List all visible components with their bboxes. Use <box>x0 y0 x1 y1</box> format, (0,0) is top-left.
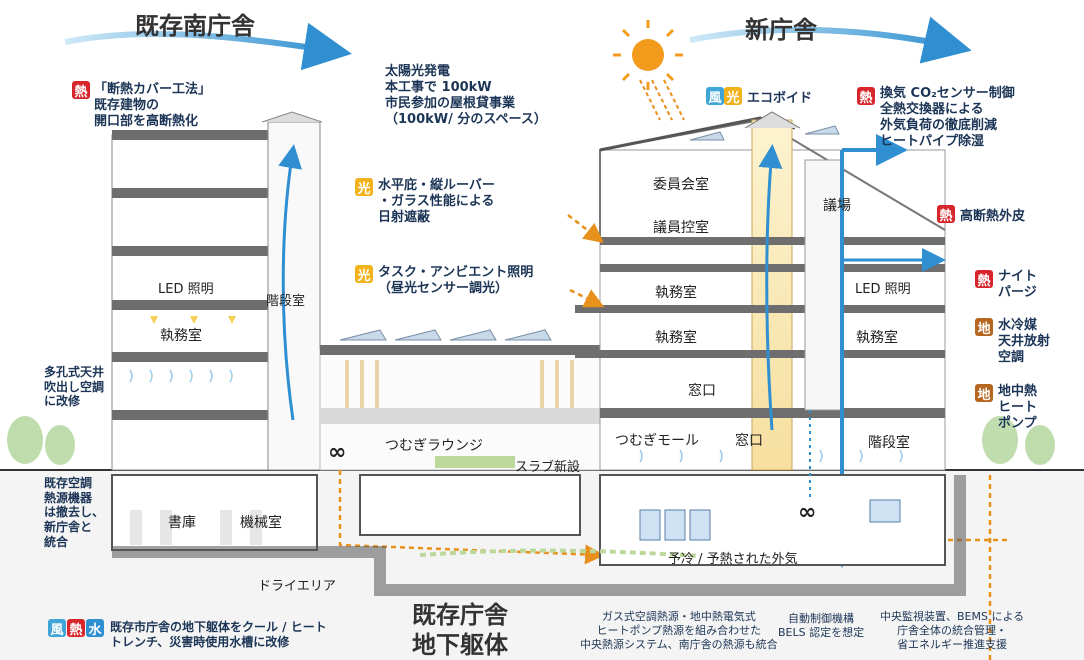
room-label-dry-area: ドライエリア <box>258 579 336 594</box>
heat-badge: 熱 <box>72 81 90 100</box>
room-label-office-new-1: 執務室 <box>655 285 697 301</box>
room-label-mall: つむぎモール <box>615 433 699 449</box>
louver-annotation: 水平庇・縦ルーバー・ガラス性能による日射遮蔽 <box>378 178 495 225</box>
room-label-precooled-air: 予冷 / 予熱された外気 <box>668 552 798 567</box>
infinity-symbol: ∞ <box>328 440 347 465</box>
light-badge: 光 <box>724 87 742 106</box>
earth-badge: 地 <box>975 384 993 403</box>
wind-badge: 風 <box>706 87 724 106</box>
heat-badge: 熱 <box>857 87 875 106</box>
insulation-annotation: 「断熱カバー工法」既存建物の開口部を高断熱化 <box>94 82 212 129</box>
room-label-new-slab: スラブ新設 <box>515 460 581 475</box>
heat-badge: 熱 <box>975 270 993 289</box>
room-label-counter-2: 窓口 <box>735 433 763 449</box>
bems-note: 中央監視装置、BEMS による庁舎全体の統合管理・省エネルギー推進支援 <box>880 610 1025 651</box>
title-existing-underground-1: 既存庁舎 <box>412 601 508 629</box>
night-purge-annotation: ナイトパージ <box>998 269 1038 300</box>
room-label-waiting-room: 議員控室 <box>653 220 709 236</box>
existing-hvac-annotation: 既存空調熱源機器は撤去し、新庁舎と統合 <box>44 476 105 549</box>
room-label-led-left: LED 照明 <box>158 282 214 297</box>
underground-structures <box>111 474 966 596</box>
room-label-office-new-3: 執務室 <box>856 330 898 346</box>
heat-badge: 熱 <box>67 619 85 638</box>
light-badge: 光 <box>355 265 373 284</box>
underground-reuse-annotation: 既存市庁舎の地下躯体をクール / ヒートトレンチ、災害時使用水槽に改修 <box>110 620 327 649</box>
room-label-archive: 書庫 <box>168 515 196 531</box>
room-label-office-left: 執務室 <box>160 328 202 344</box>
title-existing-underground-2: 地下躯体 <box>412 631 508 659</box>
title-existing-south: 既存南庁舎 <box>135 12 255 40</box>
high-insulation-annotation: 高断熱外皮 <box>960 209 1026 224</box>
room-label-stairwell-right: 階段室 <box>868 435 910 451</box>
room-label-committee-room: 委員会室 <box>653 177 709 193</box>
wind-arrow-left <box>64 22 352 71</box>
room-label-stairwell-left: 階段室 <box>266 294 306 309</box>
porous-ceiling-annotation: 多孔式天井吹出し空調に改修 <box>44 365 105 409</box>
light-badge: 光 <box>355 178 373 197</box>
room-label-machine-room: 機械室 <box>240 515 282 531</box>
wind-badge: 風 <box>48 619 66 638</box>
new-building <box>575 111 946 568</box>
tree-icon <box>7 416 1055 465</box>
sun-icon <box>613 20 685 121</box>
lounge-block <box>319 329 601 471</box>
stairwell-left <box>267 121 321 471</box>
geothermal-annotation: 地中熱ヒートポンプ <box>998 384 1038 431</box>
title-new-building: 新庁舎 <box>745 16 817 44</box>
room-label-led-right: LED 照明 <box>855 282 911 297</box>
stairwell-right <box>804 159 842 411</box>
wind-arrow-right <box>689 16 972 64</box>
ventilation-annotation: 換気 CO₂センサー制御全熱交換器による外気負荷の徹底削減ヒートパイプ除湿 <box>880 86 1015 149</box>
room-label-office-new-2: 執務室 <box>655 330 697 346</box>
room-label-lounge: つむぎラウンジ <box>385 438 483 454</box>
water-refrigerant-annotation: 水冷媒天井放射空調 <box>998 318 1051 365</box>
room-label-counter-1: 窓口 <box>688 383 716 399</box>
task-ambient-annotation: タスク・アンビエント照明（昼光センサー調光） <box>378 265 534 296</box>
existing-south-building <box>111 111 323 471</box>
earth-badge: 地 <box>975 318 993 337</box>
heat-badge: 熱 <box>937 205 955 224</box>
eco-void-annotation: エコボイド <box>747 91 813 106</box>
water-badge: 水 <box>86 619 104 638</box>
gas-heat-note: ガス式空調熱源・地中熱電気式ヒートポンプ熱源を組み合わせた中央熱源システム、南庁… <box>580 610 778 651</box>
room-label-assembly-hall: 議場 <box>823 198 851 214</box>
infinity-symbol: ∞ <box>798 500 817 525</box>
